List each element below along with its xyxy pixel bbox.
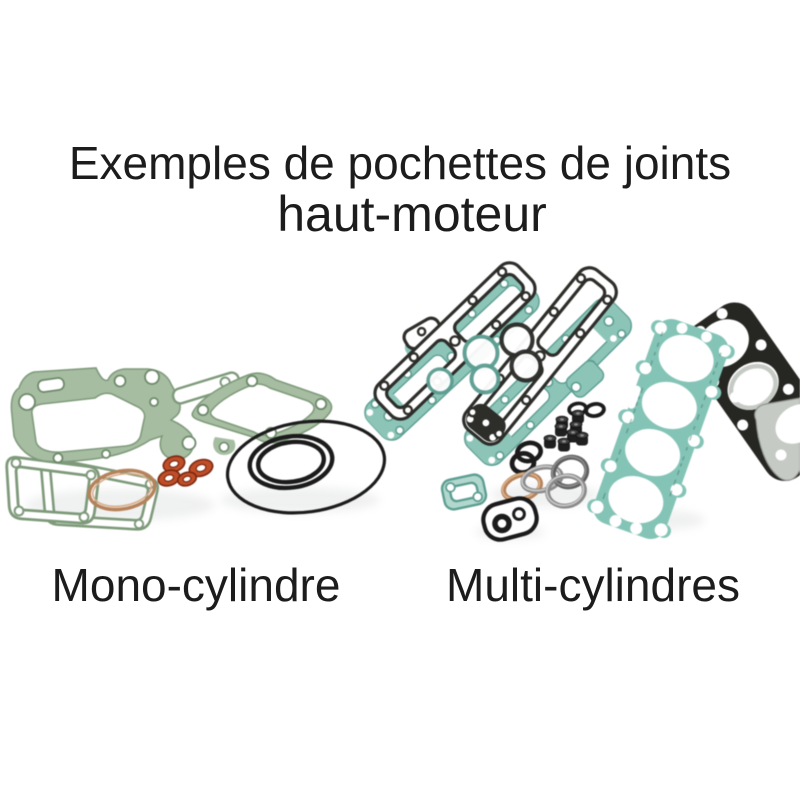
mono-cylinder-kit bbox=[5, 367, 387, 531]
exhaust-gasket-mono bbox=[191, 372, 333, 455]
piston-rings bbox=[501, 454, 590, 509]
small-teal-gasket bbox=[440, 473, 488, 511]
label-multi-cylindres: Multi-cylindres bbox=[446, 559, 740, 611]
valve-stem-seals bbox=[543, 409, 589, 452]
head-gasket-metal-front bbox=[754, 397, 800, 481]
valve-cover-gasket-black-1 bbox=[373, 261, 537, 421]
copper-sealing-washers bbox=[157, 455, 214, 487]
head-gasket-teal bbox=[587, 318, 735, 540]
cylinder-head-gasket-mono bbox=[10, 367, 197, 464]
page-title-line2: haut-moteur bbox=[277, 186, 547, 242]
large-o-ring bbox=[225, 419, 387, 515]
page-title-line1: Exemples de pochettes de joints bbox=[68, 137, 732, 189]
base-gasket-outline-1 bbox=[5, 455, 101, 525]
cam-holes bbox=[426, 322, 543, 395]
teal-gasket-pad bbox=[565, 360, 605, 398]
exhaust-o-ring bbox=[247, 433, 335, 491]
multi-cylinder-kit bbox=[364, 261, 800, 542]
cover-gasket-with-seal bbox=[481, 496, 539, 542]
label-mono-cylindre: Mono-cylindre bbox=[51, 559, 341, 611]
copper-ring bbox=[87, 468, 157, 512]
